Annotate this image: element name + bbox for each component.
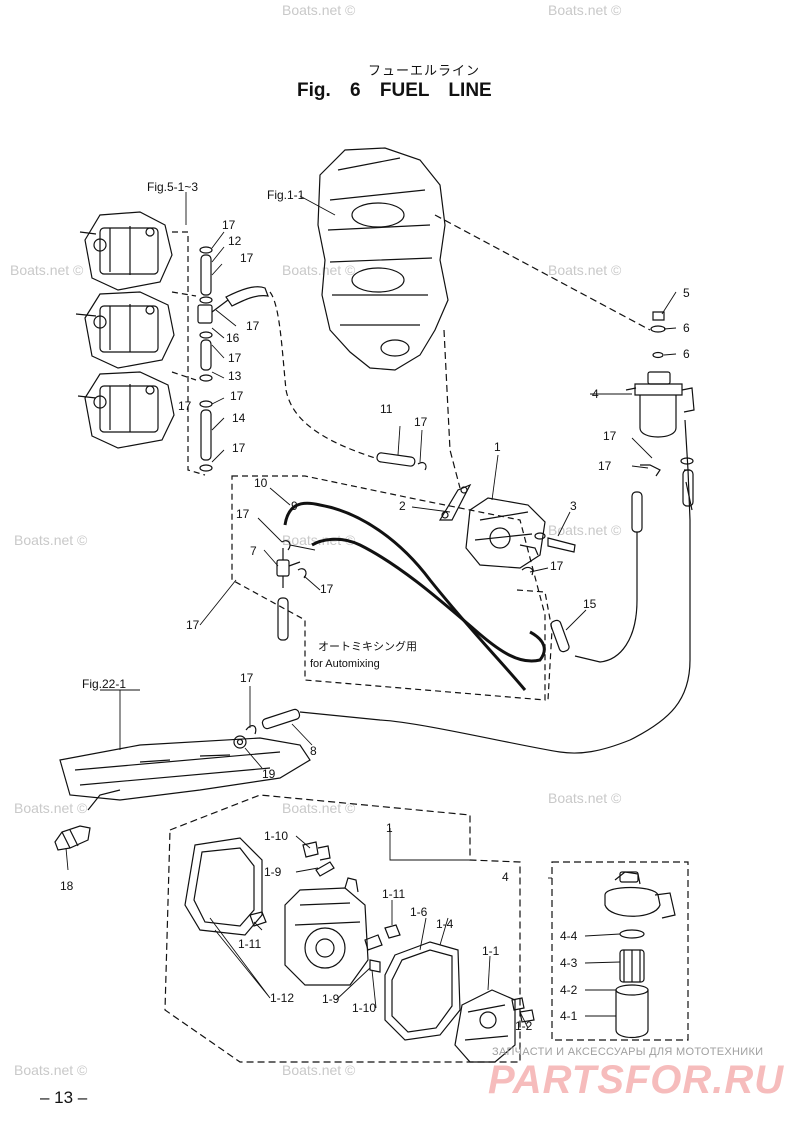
ref-fig-1: Fig.1-1 bbox=[267, 188, 305, 202]
part-label: 9 bbox=[291, 499, 298, 513]
part-label: 19 bbox=[262, 767, 276, 781]
hose-12 bbox=[199, 246, 213, 304]
watermark: Boats.net © bbox=[548, 262, 622, 278]
part-label: 12 bbox=[228, 234, 242, 248]
part-label: 16 bbox=[226, 331, 240, 345]
part-label: 1-11 bbox=[382, 887, 405, 901]
part-label: 8 bbox=[310, 744, 317, 758]
part-label: 17 bbox=[246, 319, 260, 333]
watermark: Boats.net © bbox=[14, 800, 88, 816]
joint-16 bbox=[197, 286, 269, 324]
carburetor-bottom bbox=[77, 371, 175, 449]
watermark: Boats.net © bbox=[548, 2, 622, 18]
part-label: 17 bbox=[236, 507, 250, 521]
part-label: 1-10 bbox=[264, 829, 288, 843]
title-japanese: フューエルライン bbox=[368, 63, 481, 78]
watermark: Boats.net © bbox=[282, 1062, 356, 1078]
part-label: 2 bbox=[399, 499, 406, 513]
part-label: 4 bbox=[502, 870, 509, 884]
part-label: 13 bbox=[228, 369, 242, 383]
filter-exploded bbox=[604, 871, 676, 1039]
part-label: 17 bbox=[603, 429, 617, 443]
watermark: Boats.net © bbox=[282, 2, 356, 18]
pump-body bbox=[284, 877, 369, 986]
watermark: Boats.net © bbox=[10, 262, 84, 278]
part-label: 7 bbox=[250, 544, 257, 558]
part-label: 6 bbox=[683, 321, 690, 335]
pump-cover bbox=[184, 837, 263, 936]
part-label: 4-4 bbox=[560, 929, 578, 943]
brand-logo: PARTSFOR.RU bbox=[488, 1058, 785, 1102]
watermark: Boats.net © bbox=[548, 522, 622, 538]
watermark: Boats.net © bbox=[14, 532, 88, 548]
part-label: 17 bbox=[240, 671, 254, 685]
pump-bottom-cover bbox=[454, 989, 516, 1063]
part-label: 6 bbox=[683, 347, 690, 361]
automixing-note-en: for Automixing bbox=[310, 658, 380, 670]
brand-tagline: ЗАПЧАСТИ И АКСЕССУАРЫ ДЛЯ МОТОТЕХНИКИ bbox=[492, 1046, 764, 1058]
part-label: 17 bbox=[320, 582, 334, 596]
watermark: Boats.net © bbox=[282, 532, 356, 548]
carburetor-top bbox=[79, 211, 173, 291]
part-label: 17 bbox=[178, 399, 192, 413]
part-label: 17 bbox=[550, 559, 564, 573]
part-label: 17 bbox=[222, 218, 236, 232]
hose-14 bbox=[199, 400, 213, 472]
part-label: 1 bbox=[386, 821, 393, 835]
part-label: 1-6 bbox=[410, 905, 428, 919]
part-label: 17 bbox=[240, 251, 254, 265]
part-label: 4 bbox=[592, 387, 599, 401]
part-label: 5 bbox=[683, 286, 690, 300]
watermark: Boats.net © bbox=[282, 262, 356, 278]
part-label: 1-4 bbox=[436, 917, 454, 931]
part-label: 15 bbox=[583, 597, 597, 611]
ref-fig-22: Fig.22-1 bbox=[82, 677, 126, 691]
part-label: 17 bbox=[230, 389, 244, 403]
part-label: 1 bbox=[494, 440, 501, 454]
part-label: 17 bbox=[598, 459, 612, 473]
automixing-note-jp: オートミキシング用 bbox=[318, 639, 417, 653]
part-label: 1-1 bbox=[482, 944, 500, 958]
part-label: 1-10 bbox=[352, 1001, 376, 1015]
part-label: 14 bbox=[232, 411, 246, 425]
page-number: – 13 – bbox=[40, 1088, 88, 1107]
part-label: 1-9 bbox=[264, 865, 282, 879]
part-label: 1-2 bbox=[515, 1019, 533, 1033]
watermark: Boats.net © bbox=[548, 790, 622, 806]
part-label: 4-3 bbox=[560, 956, 578, 970]
part-label: 17 bbox=[186, 618, 200, 632]
carburetor-middle bbox=[75, 291, 175, 369]
part-label: 3 bbox=[570, 499, 577, 513]
part-label: 17 bbox=[228, 351, 242, 365]
part-label: 11 bbox=[380, 402, 393, 416]
watermark: Boats.net © bbox=[282, 800, 356, 816]
part-label: 10 bbox=[254, 476, 268, 490]
part-label: 17 bbox=[232, 441, 246, 455]
part-label: 4-1 bbox=[560, 1009, 578, 1023]
part-label: 1-11 bbox=[238, 937, 261, 951]
ref-fig-5: Fig.5-1~3 bbox=[147, 180, 198, 194]
part-label: 17 bbox=[414, 415, 428, 429]
engine-block bbox=[317, 147, 449, 371]
part-label: 4-2 bbox=[560, 983, 578, 997]
part-label: 1-9 bbox=[322, 992, 340, 1006]
fuel-pump bbox=[465, 497, 546, 569]
part-label: 18 bbox=[60, 879, 74, 893]
page-title: Fig. 6 FUEL LINE bbox=[297, 80, 492, 101]
lower-unit bbox=[59, 737, 311, 811]
diaphragm bbox=[384, 941, 461, 1041]
watermark: Boats.net © bbox=[14, 1062, 88, 1078]
part-label: 1-12 bbox=[270, 991, 294, 1005]
hose-13 bbox=[199, 331, 213, 382]
